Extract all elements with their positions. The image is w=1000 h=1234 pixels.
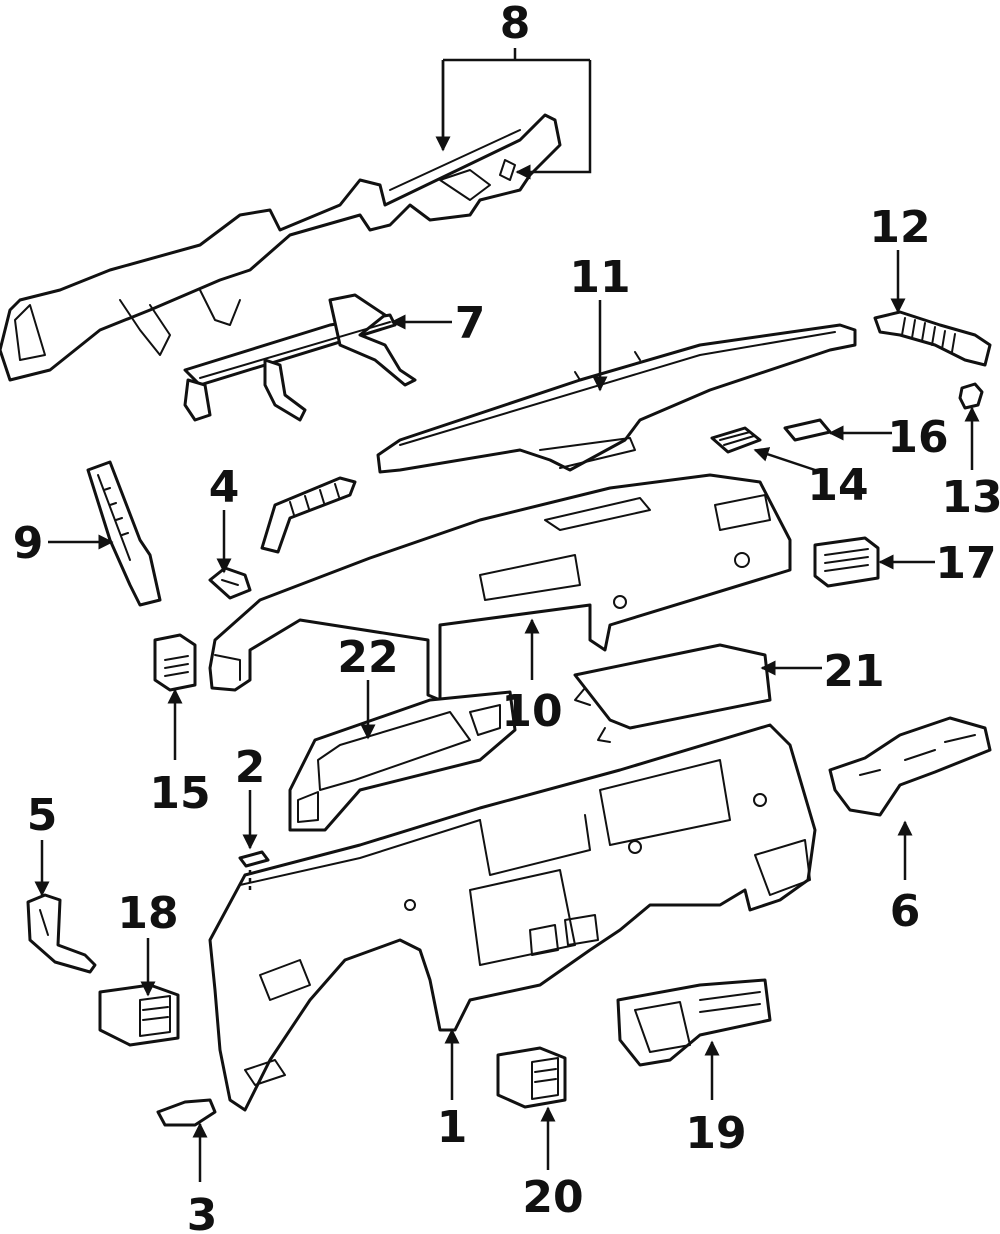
callout-18: 18 xyxy=(117,888,178,939)
callout-13: 13 xyxy=(941,472,1000,523)
part-22-cluster-bezel xyxy=(288,690,517,832)
part-11-defroster-nozzle xyxy=(376,323,857,474)
callout-4: 4 xyxy=(209,462,240,513)
callout-2: 2 xyxy=(235,742,266,793)
part-4-small-bracket xyxy=(208,566,252,600)
part-15-vent xyxy=(153,633,197,692)
callout-19: 19 xyxy=(685,1108,746,1159)
callout-6: 6 xyxy=(890,886,921,937)
part-7-cross-bracket xyxy=(183,293,417,422)
part-18-vent xyxy=(98,983,180,1047)
leader-lines xyxy=(34,48,980,1182)
callout-9: 9 xyxy=(13,518,44,569)
part-21-glove-box-door xyxy=(573,643,772,743)
part-17-side-vent xyxy=(813,536,880,588)
callout-15: 15 xyxy=(149,768,210,819)
callout-11: 11 xyxy=(569,252,630,303)
callout-21: 21 xyxy=(823,646,884,697)
part-10-dash-pad xyxy=(208,473,792,702)
leader-14 xyxy=(753,447,816,472)
callout-22: 22 xyxy=(337,632,398,683)
callout-14: 14 xyxy=(807,460,868,511)
part-13-clip xyxy=(958,382,984,410)
part-14-small-vent xyxy=(710,426,762,454)
part-5-left-bracket xyxy=(26,893,97,974)
callout-1: 1 xyxy=(437,1102,468,1153)
callout-7: 7 xyxy=(455,298,486,349)
callout-10: 10 xyxy=(501,686,562,737)
side-duct xyxy=(260,476,357,554)
part-1-instrument-panel xyxy=(208,723,817,1112)
part-20-vent xyxy=(496,1046,567,1109)
part-9-side-bracket xyxy=(86,460,162,607)
callout-12: 12 xyxy=(869,202,930,253)
callout-17: 17 xyxy=(935,538,996,589)
callout-labels: 8 7 11 12 16 14 13 9 4 17 10 21 15 22 2 … xyxy=(13,0,1000,1234)
callout-8: 8 xyxy=(500,0,531,49)
part-12-duct-hose xyxy=(873,310,992,367)
callout-5: 5 xyxy=(27,790,58,841)
part-19-center-vent xyxy=(616,978,772,1067)
part-3-small-bracket xyxy=(156,1098,217,1127)
part-8-reinforcement-beam xyxy=(0,113,562,382)
leader-8 xyxy=(441,48,592,172)
part-6-right-bracket xyxy=(828,716,992,817)
callout-20: 20 xyxy=(522,1172,583,1223)
callout-3: 3 xyxy=(187,1190,218,1234)
callout-16: 16 xyxy=(887,412,948,463)
part-2-clip xyxy=(238,850,270,868)
part-16-cover xyxy=(783,418,832,442)
